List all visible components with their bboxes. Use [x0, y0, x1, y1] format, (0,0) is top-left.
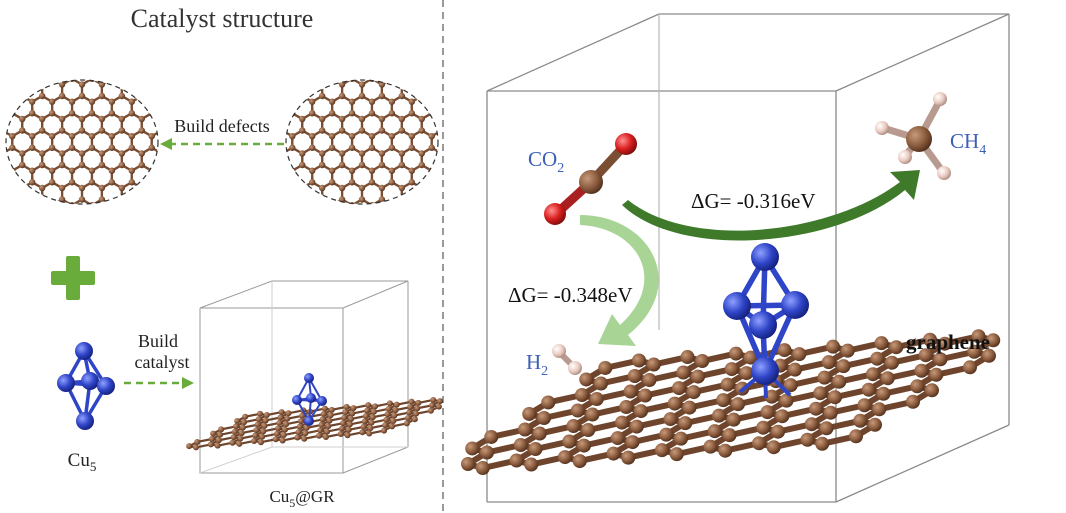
- build-defects-label: Build defects: [174, 116, 269, 136]
- graphene-label: graphene: [906, 330, 990, 354]
- build-catalyst-label-line1: Build: [138, 331, 178, 351]
- cu5-cluster: [57, 342, 115, 430]
- left-title: Catalyst structure: [131, 4, 314, 33]
- dg-ch4-label: ΔG= -0.316eV: [691, 189, 816, 213]
- co2-to-h2-arrow: [580, 215, 659, 346]
- large-graphene-sheet: [461, 329, 1001, 476]
- large-cu5-cluster: [723, 243, 809, 385]
- cu5gr-label: Cu5@GR: [269, 487, 335, 510]
- dg-h2-label: ΔG= -0.348eV: [508, 283, 633, 307]
- plus-icon: [51, 256, 95, 300]
- co2-to-ch4-arrow: [622, 170, 920, 241]
- co2-label: CO2: [528, 147, 564, 176]
- small-graphene-sheet: [186, 396, 444, 451]
- large-simulation-box: [486, 13, 1010, 503]
- defective-graphene-patch: [6, 80, 158, 204]
- ch4-label: CH4: [950, 129, 986, 158]
- ch4-molecule: [875, 92, 951, 180]
- h2-molecule: [552, 344, 582, 375]
- h2-label: H2: [526, 350, 548, 379]
- cu5-label: Cu5: [68, 450, 97, 474]
- build-catalyst-label-line2: catalyst: [135, 352, 190, 372]
- pristine-graphene-patch: [286, 80, 438, 204]
- co2-molecule: [544, 133, 637, 225]
- small-cu5-cluster: [292, 373, 327, 426]
